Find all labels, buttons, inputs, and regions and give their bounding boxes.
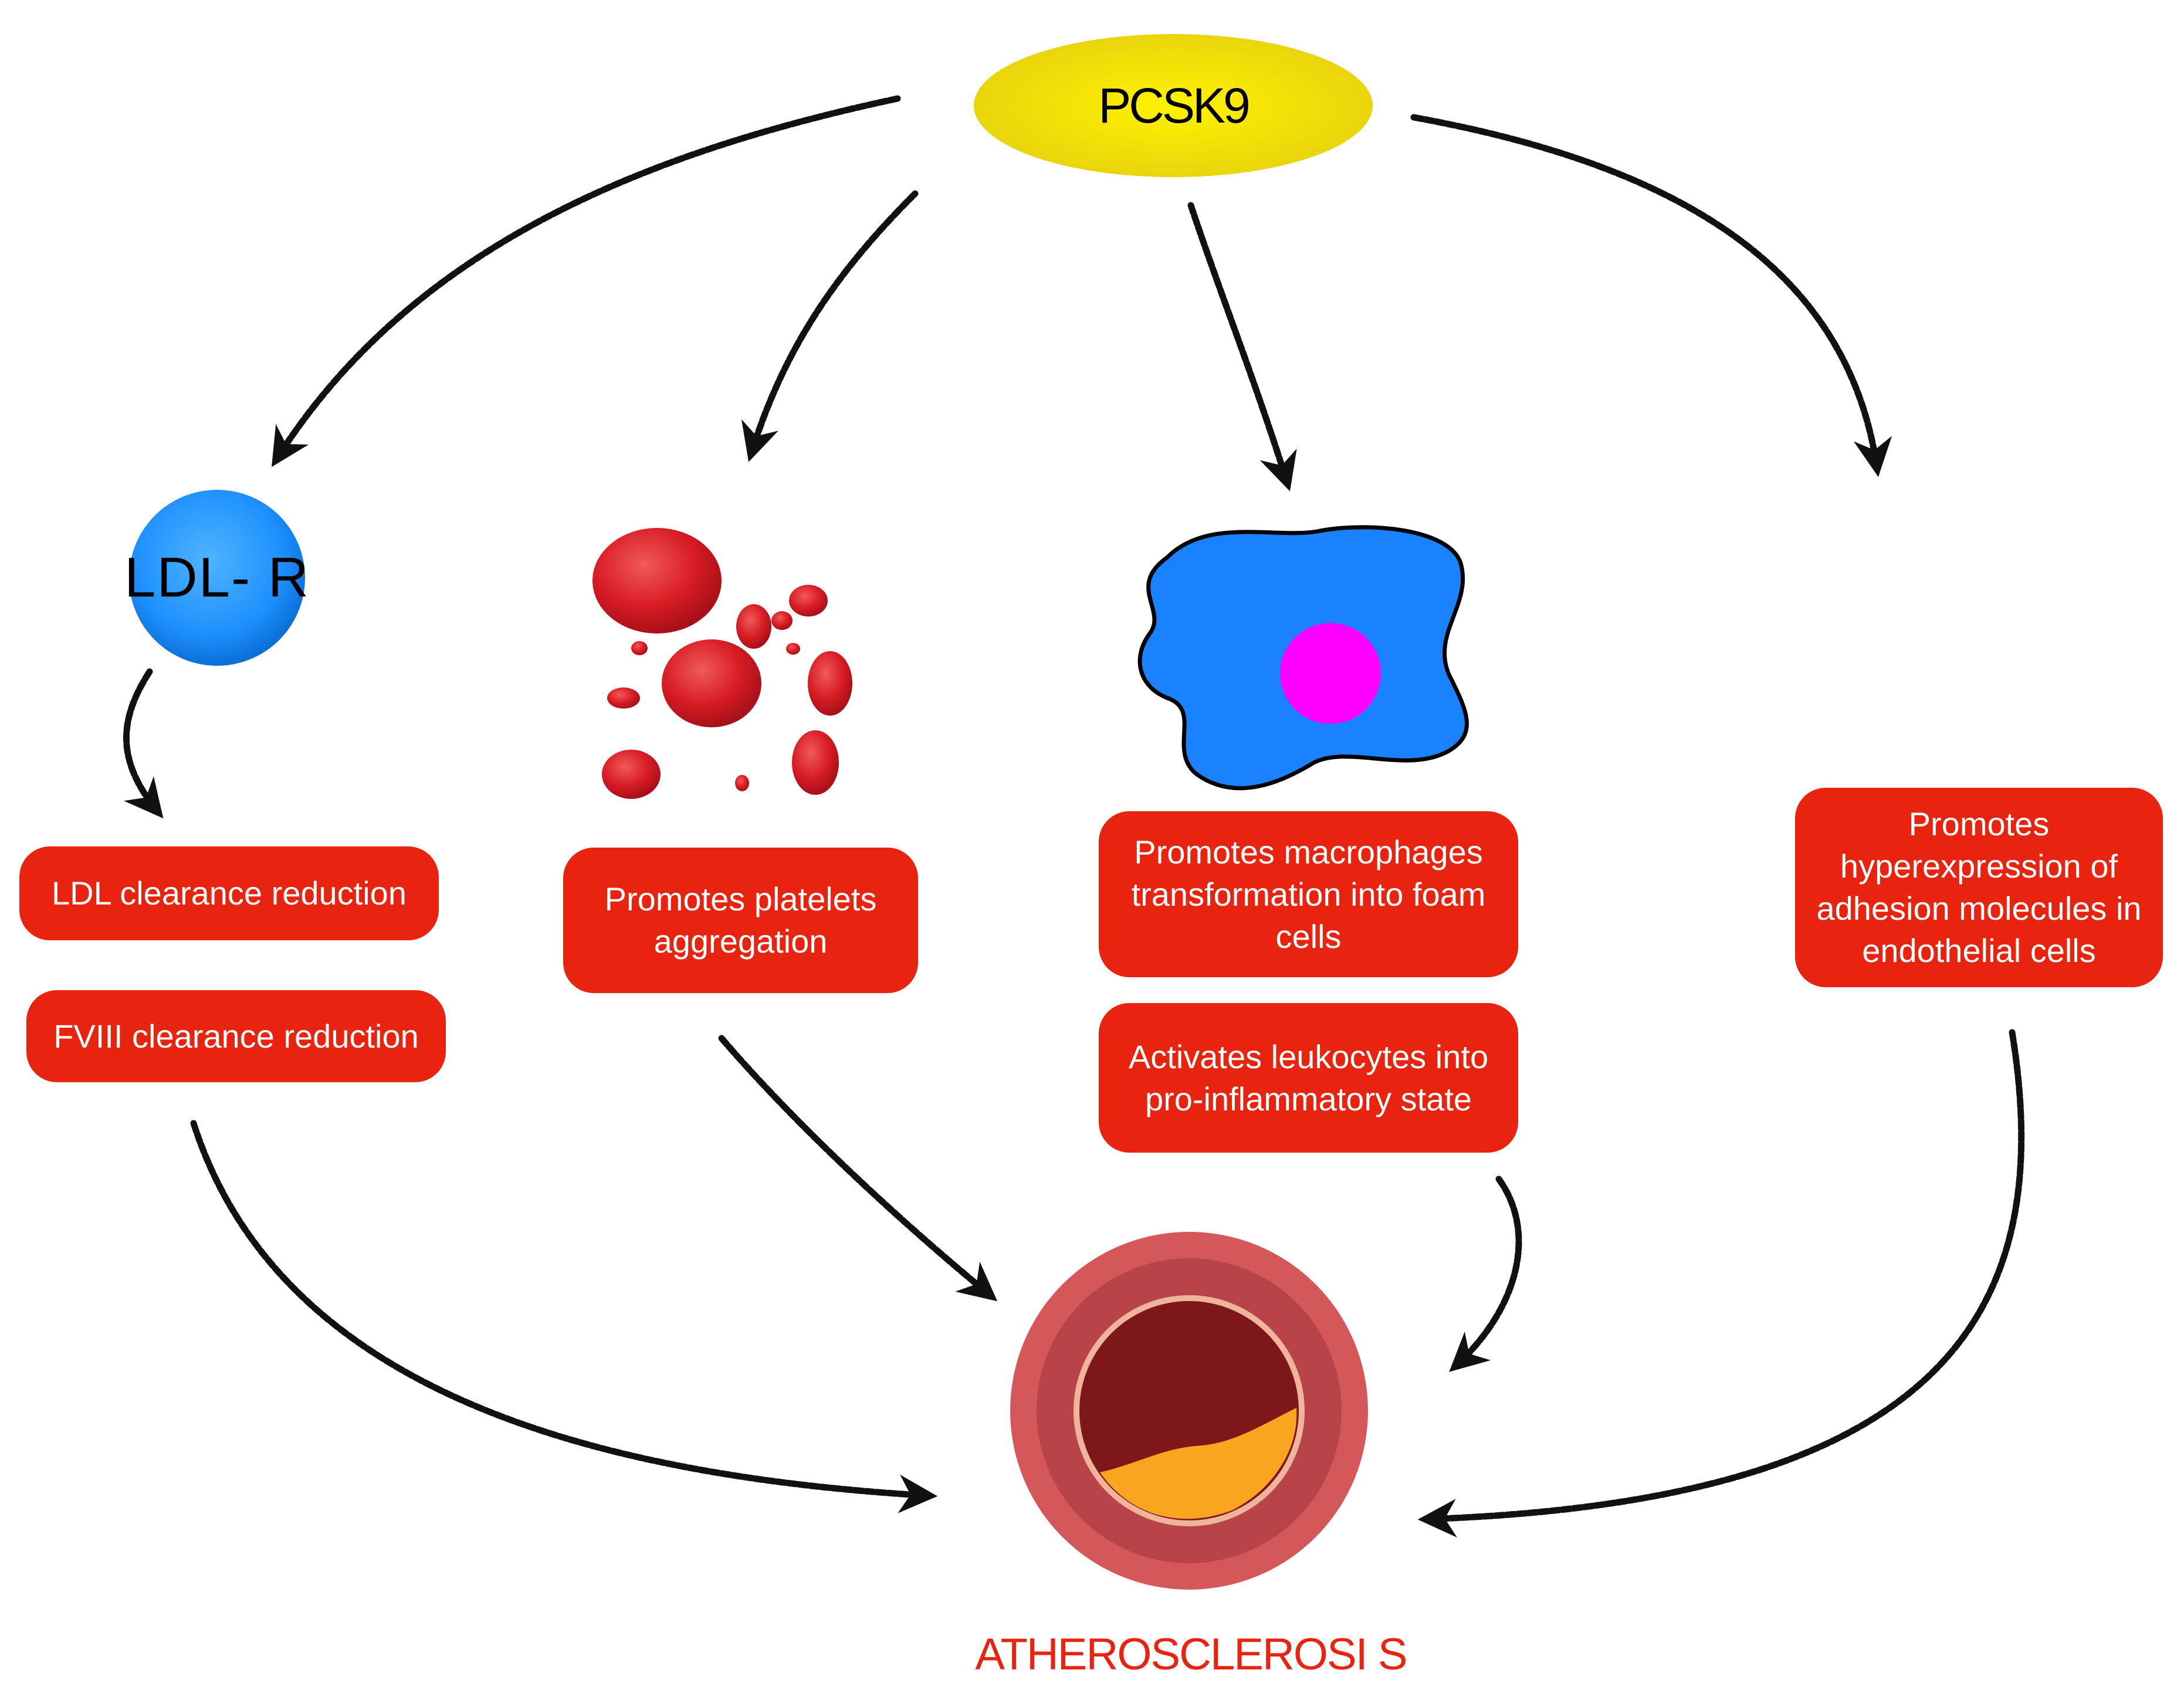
arrow-fviii-to-atherosclerosis [190, 1120, 938, 1513]
ldl-clearance-box: LDL clearance reduction [19, 846, 439, 940]
ldl-receptor-circle [129, 490, 305, 666]
platelet [607, 687, 640, 709]
arrow-pcsk9-to-adhesion [1410, 114, 1892, 477]
ldl-receptor-label: LDL- R [124, 546, 310, 609]
macrophage-transformation-box: Promotes macrophages transformation into… [1099, 811, 1518, 977]
platelets-aggregation-box: Promotes platelets aggregation [563, 848, 918, 993]
platelet [789, 585, 828, 616]
platelet [771, 611, 793, 630]
pcsk9-label: PCSK9 [1098, 77, 1250, 133]
pcsk9-ellipse [974, 34, 1373, 177]
arrow-ldlr-to-ldl-clearance [123, 668, 164, 819]
macrophage-nucleus [1280, 623, 1381, 724]
platelet [662, 639, 761, 727]
platelet [592, 528, 722, 634]
platelet [786, 643, 800, 655]
artery-illustration [1010, 1232, 1368, 1590]
platelet [631, 641, 648, 655]
arrow-pcsk9-to-platelets [741, 190, 919, 462]
adhesion-molecules-box: Promotes hyperexpression of adhesion mol… [1795, 788, 2163, 987]
platelet [736, 604, 771, 649]
platelets-illustration [592, 528, 852, 799]
arrow-pcsk9-to-ldlr [271, 95, 901, 468]
platelet [735, 775, 749, 791]
fviii-clearance-box: FVIII clearance reduction [26, 990, 446, 1082]
artery-plaque [1100, 1408, 1297, 1519]
platelet [602, 750, 661, 799]
arrows [123, 95, 2025, 1538]
platelet [792, 730, 839, 795]
arrow-adhesion-to-atherosclerosis [1417, 1029, 2025, 1538]
arrow-platelets-to-atherosclerosis [718, 1035, 998, 1302]
atherosclerosis-label: ATHEROSCLEROSI S [975, 1629, 1407, 1679]
macrophage-illustration [1137, 525, 1469, 791]
platelet [808, 651, 852, 716]
arrow-leukocytes-to-atherosclerosis [1449, 1176, 1522, 1372]
arrow-pcsk9-to-macrophage [1187, 202, 1297, 492]
leukocytes-activation-box: Activates leukocytes into pro-inflammato… [1099, 1003, 1518, 1153]
